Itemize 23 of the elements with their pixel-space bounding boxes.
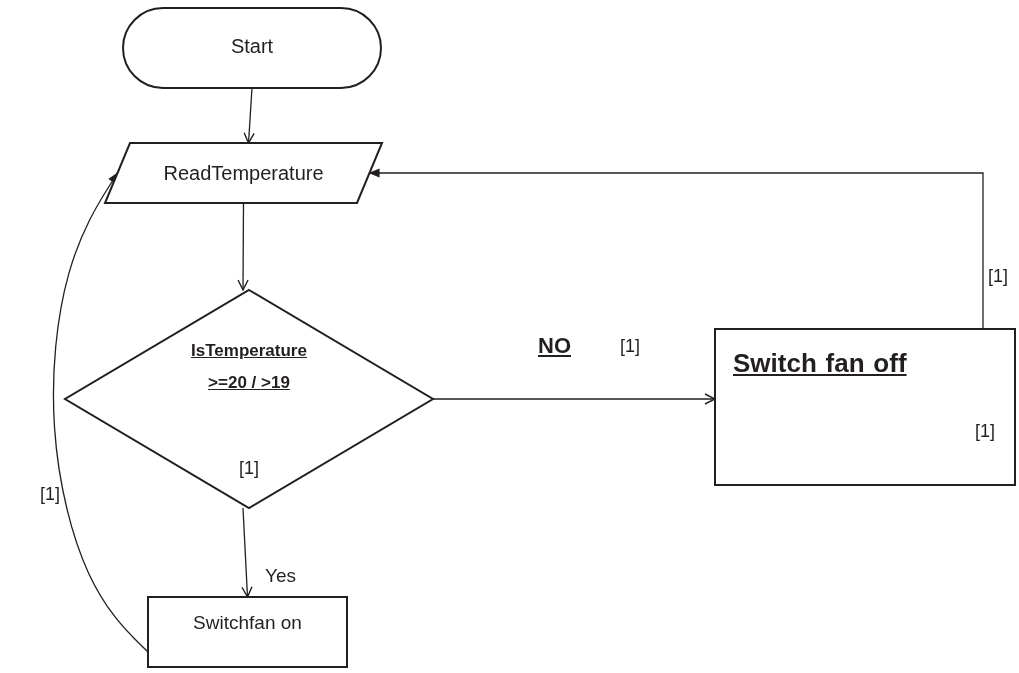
mark-label: [1]: [620, 337, 640, 355]
process-box: [148, 597, 347, 667]
arrow: [432, 393, 716, 405]
arrow: [241, 507, 253, 598]
process-box: [715, 329, 1015, 485]
arrow: [52, 172, 149, 653]
mark-label: [1]: [40, 485, 60, 503]
input-parallelogram: [105, 143, 382, 203]
edge-label: NO: [538, 335, 571, 357]
node-label: Start: [229, 35, 275, 58]
node-label: Switchfan on: [192, 612, 303, 634]
arrow: [368, 168, 984, 330]
mark: [1]: [238, 458, 260, 479]
node-label: Switch fan off: [733, 349, 908, 379]
terminator: [123, 8, 381, 88]
mark: [1]: [974, 421, 995, 442]
node-label: IsTemperature >=20 / >19: [190, 340, 308, 395]
mark-label: [1]: [988, 267, 1008, 285]
arrow: [243, 87, 255, 144]
arrow: [237, 202, 249, 291]
node-label: ReadTemperature: [162, 162, 325, 185]
edge-label: Yes: [265, 566, 296, 585]
decision-diamond: [65, 290, 433, 508]
